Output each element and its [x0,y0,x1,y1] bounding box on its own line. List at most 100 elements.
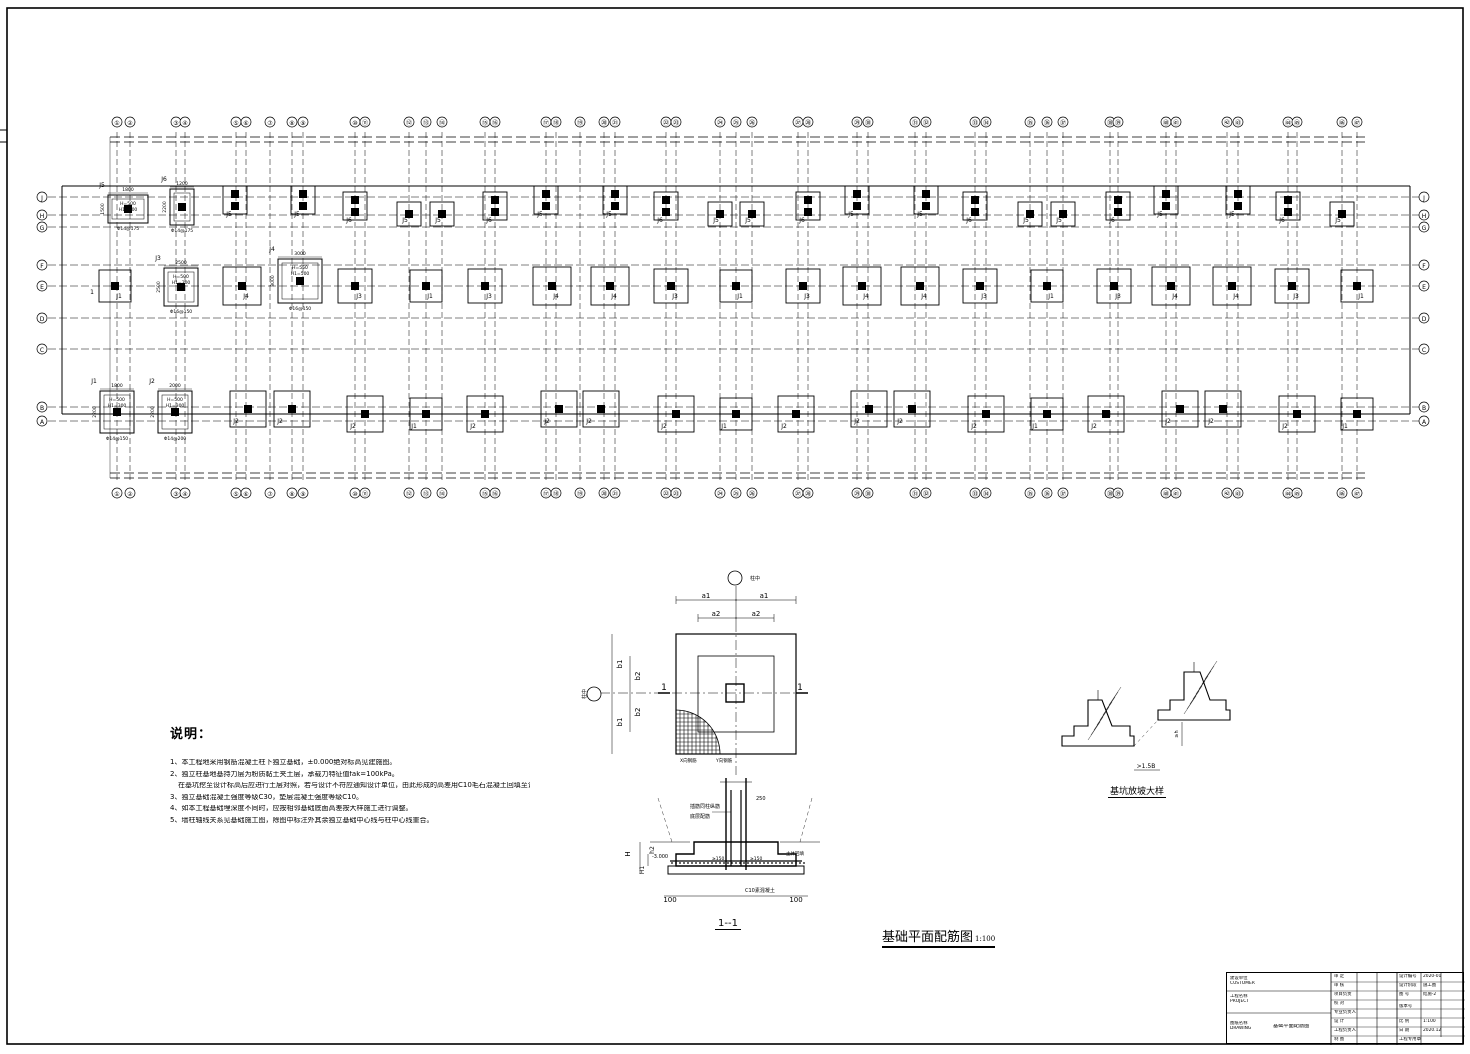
tb-drawing-name: 基础平面配筋图 [1273,1024,1310,1029]
axis-number: ㊹ [1285,119,1291,127]
axis-bubble-letter [1418,209,1430,221]
column-block [1162,202,1170,210]
axis-number: ㉒ [663,119,669,127]
axis-number: ㉜ [923,119,929,127]
elevation-label: -3.000 [652,854,668,860]
axis-number: ⑳ [601,490,607,498]
bar-direction-label: Y向钢筋 [715,757,733,764]
axis-number: ㉘ [805,119,811,127]
axis-number: ⑭ [439,119,445,127]
callout-j2-outline [157,390,193,434]
axis-number: ④ [182,491,187,498]
bottom-bar-dot [783,862,785,864]
footing-outline [795,191,821,221]
column-block [971,208,979,216]
dim-a2: a2 [752,610,761,618]
axis-number: ㊵ [1163,119,1169,127]
axis-bubble [1041,487,1053,499]
tb-row-label: 工程负责人 [1334,1028,1356,1033]
axis-bubble [670,487,682,499]
dim-text: H1=500 [291,271,310,277]
hatch [1204,660,1218,680]
axis-number: ⑥ [243,120,248,127]
axis-number: ㊲ [1060,490,1066,498]
axis-bubble [179,487,191,499]
note-line-3: 在基坑挖至设计标高后应进行土层对照，若与设计不符应通知设计单位，由此形成的高差用… [178,782,530,789]
column-block [1176,405,1184,413]
footing-label: J5 [847,211,854,218]
axis-bubble [550,487,562,499]
footing-outline [1340,269,1374,303]
bottom-bar-dot [767,862,769,864]
footing-outline [962,268,998,304]
footing-label: J4 [920,293,927,300]
tb-row-label: 审 核 [1334,983,1345,988]
hatch [1183,695,1197,715]
axis-letter: G [1422,225,1427,232]
footing-label: J2 [1281,423,1288,430]
axis-letter: B [1422,405,1426,412]
axis-number: ⑮ [482,119,488,127]
axis-bubble-letter [36,191,48,203]
bottom-bar-dot [719,862,721,864]
footing-outline [653,191,679,221]
column-block [491,208,499,216]
tb-value: 2020-01 [1423,974,1442,979]
tb-key: 设计编号 [1399,974,1417,979]
slope-line [1133,719,1159,747]
axis-number: ㊻ [1339,490,1345,498]
axis-bubble [1221,116,1233,128]
slope-line [657,797,673,843]
axis-bubble [586,686,602,702]
axis-number: ② [127,120,133,127]
column-block [178,203,186,211]
axis-letter: H [1422,213,1427,220]
axis-number: ⑤ [233,491,238,498]
axis-bubble [286,487,298,499]
axis-bubble [436,487,448,499]
column-block [1102,410,1110,418]
column-block [171,408,179,416]
axis-number: ⑫ [406,119,412,127]
bottom-bar-dot [755,862,757,864]
footing-outline [540,390,578,428]
axis-number: ⑫ [406,490,412,498]
callout-j2-inner [161,394,189,430]
footing-outline [1050,201,1076,227]
column-block [1043,410,1051,418]
column-block [351,208,359,216]
footing-label: J2 [660,423,667,430]
footing-label: J3 [485,293,492,300]
bar-direction-label: X向钢筋 [680,757,697,764]
footing-label: J6 [1278,217,1285,224]
axis-number: ⑮ [482,490,488,498]
footing-outline [1017,201,1043,227]
footing-label: J5 [293,211,300,218]
axis-number: ⑬ [423,119,429,127]
rebar-text: Φ16@150 [289,306,311,312]
dim-a2: a2 [712,610,721,618]
rebar-text: Φ14@150 [106,436,128,442]
axis-number: ㊷ [1224,490,1230,498]
column-block [916,282,924,290]
bottom-bar-dot [803,862,805,864]
axis-bubble [862,116,874,128]
axis-center-label: 柱中 [581,689,588,699]
footing-callout-label: J6 [160,176,167,183]
footing-label: J4 [1232,293,1239,300]
axis-number: ㊳ [1107,490,1113,498]
bottom-bar-dot [683,862,685,864]
axis-number: ⑲ [577,119,583,127]
column-block [606,282,614,290]
column-block [113,408,121,416]
tb-row-label: 项目负责 [1334,992,1352,997]
column-block [481,410,489,418]
footing-label: J2 [970,423,977,430]
bottom-bar-dot [671,862,673,864]
footing-outline [1153,185,1179,215]
dim-text: H1=300 [108,403,127,409]
axis-bubble [1024,116,1036,128]
footing-section: 插筋同柱纵筋底层配筋250-3.000≥150≥150C10素混凝土土体回填10… [624,778,820,904]
bottom-bar-dot [775,862,777,864]
note-dowel: 插筋同柱纵筋 [690,803,720,810]
